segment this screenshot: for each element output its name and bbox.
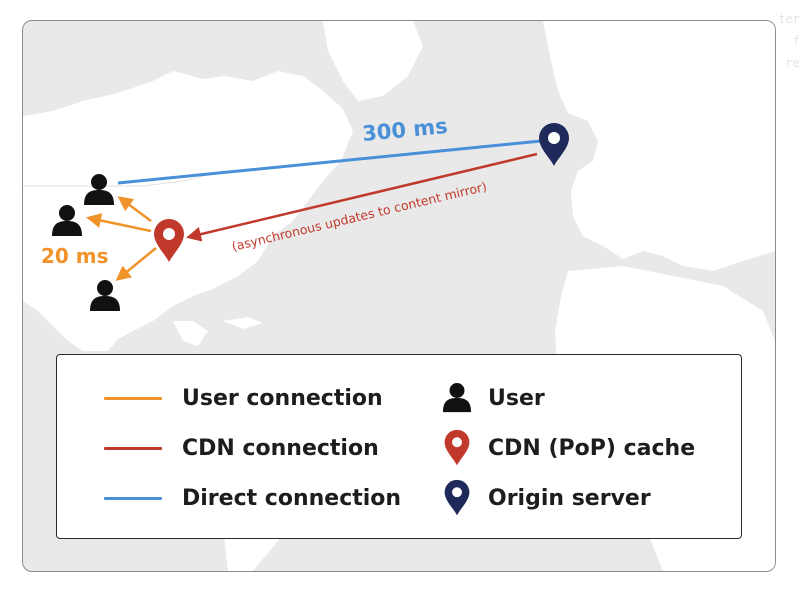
greenland-land (323, 21, 423, 101)
legend-item-user-connection: User connection (104, 381, 383, 415)
origin-pin-icon (539, 123, 569, 166)
user-connection-swatch (104, 396, 162, 400)
user-icon (442, 381, 472, 415)
user-latency-label: 20 ms (41, 244, 109, 268)
direct-connection-swatch (104, 496, 162, 500)
legend-label: Direct connection (182, 485, 402, 511)
caribbean-islands (223, 317, 263, 329)
legend-label: User (488, 385, 545, 411)
legend-label: CDN (PoP) cache (488, 435, 696, 461)
direct-connection-line (117, 139, 542, 185)
legend-panel: User connection CDN connection Direct co… (56, 354, 742, 539)
legend-label: Origin server (488, 485, 651, 511)
legend-label: CDN connection (182, 435, 379, 461)
legend-label: User connection (182, 385, 383, 411)
cdn-diagram-frame: 300 ms 20 ms (asynchronous updates to co… (22, 20, 776, 572)
user-connection-line-2 (86, 213, 152, 233)
user-connection-line-3 (115, 247, 157, 281)
origin-pin-icon (442, 479, 472, 516)
europe-land (543, 21, 775, 271)
legend-item-cdn-cache: CDN (PoP) cache (442, 429, 696, 466)
legend-item-origin-server: Origin server (442, 479, 651, 516)
cdn-pin-icon (442, 429, 472, 466)
legend-item-cdn-connection: CDN connection (104, 431, 379, 465)
legend-item-user: User (442, 381, 545, 415)
user-connection-line-1 (117, 196, 152, 223)
background-faded-text: ter f re (778, 12, 800, 70)
direct-latency-label: 300 ms (361, 114, 448, 146)
cdn-connection-swatch (104, 446, 162, 450)
legend-item-direct-connection: Direct connection (104, 481, 401, 515)
cdn-connection-line (186, 152, 538, 242)
cdn-pin-icon (154, 219, 184, 262)
central-america-land (173, 321, 208, 346)
